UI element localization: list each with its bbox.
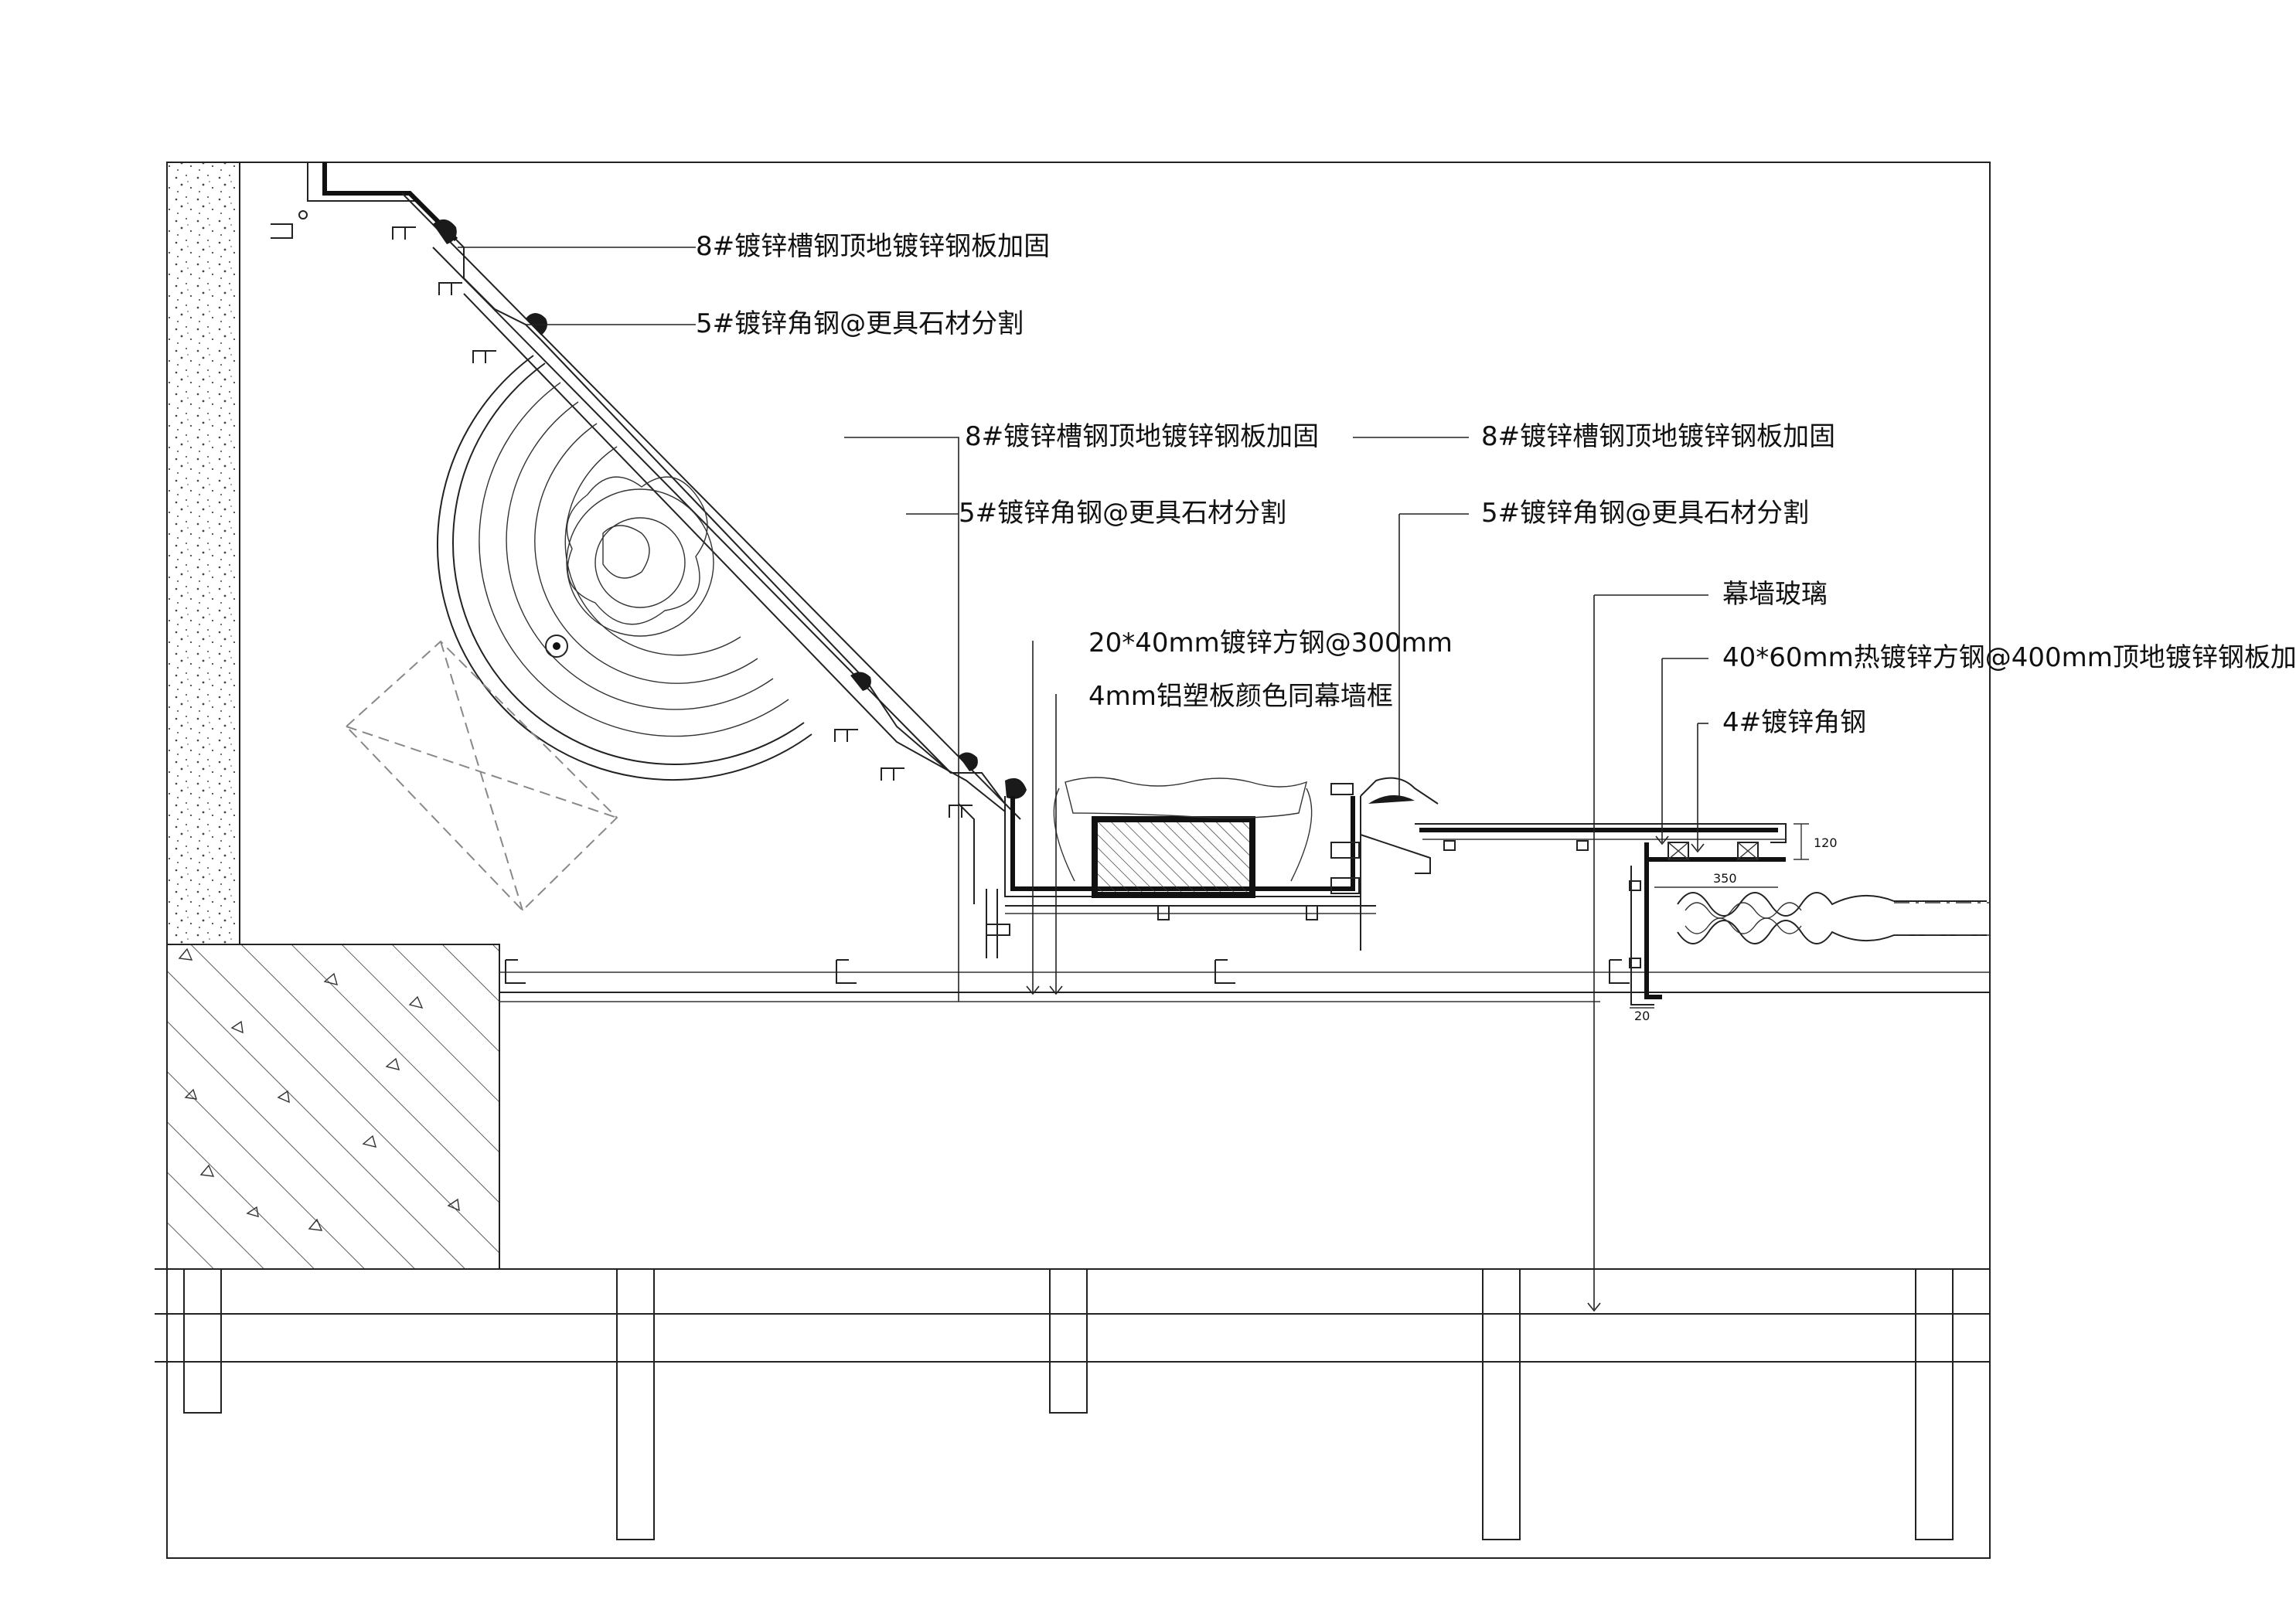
callout-right-channel: 8#镀锌槽钢顶地镀锌钢板加固 <box>1481 421 1835 452</box>
dimension-120: 120 <box>1814 835 1838 850</box>
callout-square-steel: 20*40mm镀锌方钢@300mm <box>1088 628 1453 658</box>
concrete-aggregate <box>178 948 460 1231</box>
floor-beam <box>499 959 1990 1002</box>
leader-arrows <box>1026 835 1705 1312</box>
callout-mid-angle: 5#镀锌角钢@更具石材分割 <box>959 498 1286 529</box>
planter-box <box>986 777 1376 958</box>
callout-mid-channel: 8#镀锌槽钢顶地镀锌钢板加固 <box>965 421 1319 452</box>
callout-right-angle: 5#镀锌角钢@更具石材分割 <box>1481 498 1809 529</box>
dome-ornament <box>437 355 812 781</box>
callout-curtain-glass: 幕墙玻璃 <box>1722 579 1828 610</box>
leader-lines <box>458 247 1708 1309</box>
right-ledge <box>1360 777 1787 1005</box>
dimension-350: 350 <box>1713 871 1737 886</box>
left-wall <box>166 162 240 945</box>
dashed-reference <box>345 640 618 912</box>
lower-structure <box>155 1268 1990 1540</box>
dimension-20: 20 <box>1634 1009 1650 1023</box>
diagonal-facade <box>271 162 1027 904</box>
callout-hot-dip-steel: 40*60mm热镀锌方钢@400mm顶地镀锌钢板加固 <box>1722 642 2296 673</box>
callout-aluminum-panel: 4mm铝塑板颜色同幕墙框 <box>1088 681 1393 712</box>
callout-top-channel: 8#镀锌槽钢顶地镀锌钢板加固 <box>696 231 1050 262</box>
callout-angle-4: 4#镀锌角钢 <box>1722 707 1866 738</box>
concrete-column <box>166 944 500 1270</box>
dimension-marks <box>1630 823 1809 1009</box>
curtain-wave <box>1677 892 1990 944</box>
callout-top-angle: 5#镀锌角钢@更具石材分割 <box>696 308 1024 339</box>
